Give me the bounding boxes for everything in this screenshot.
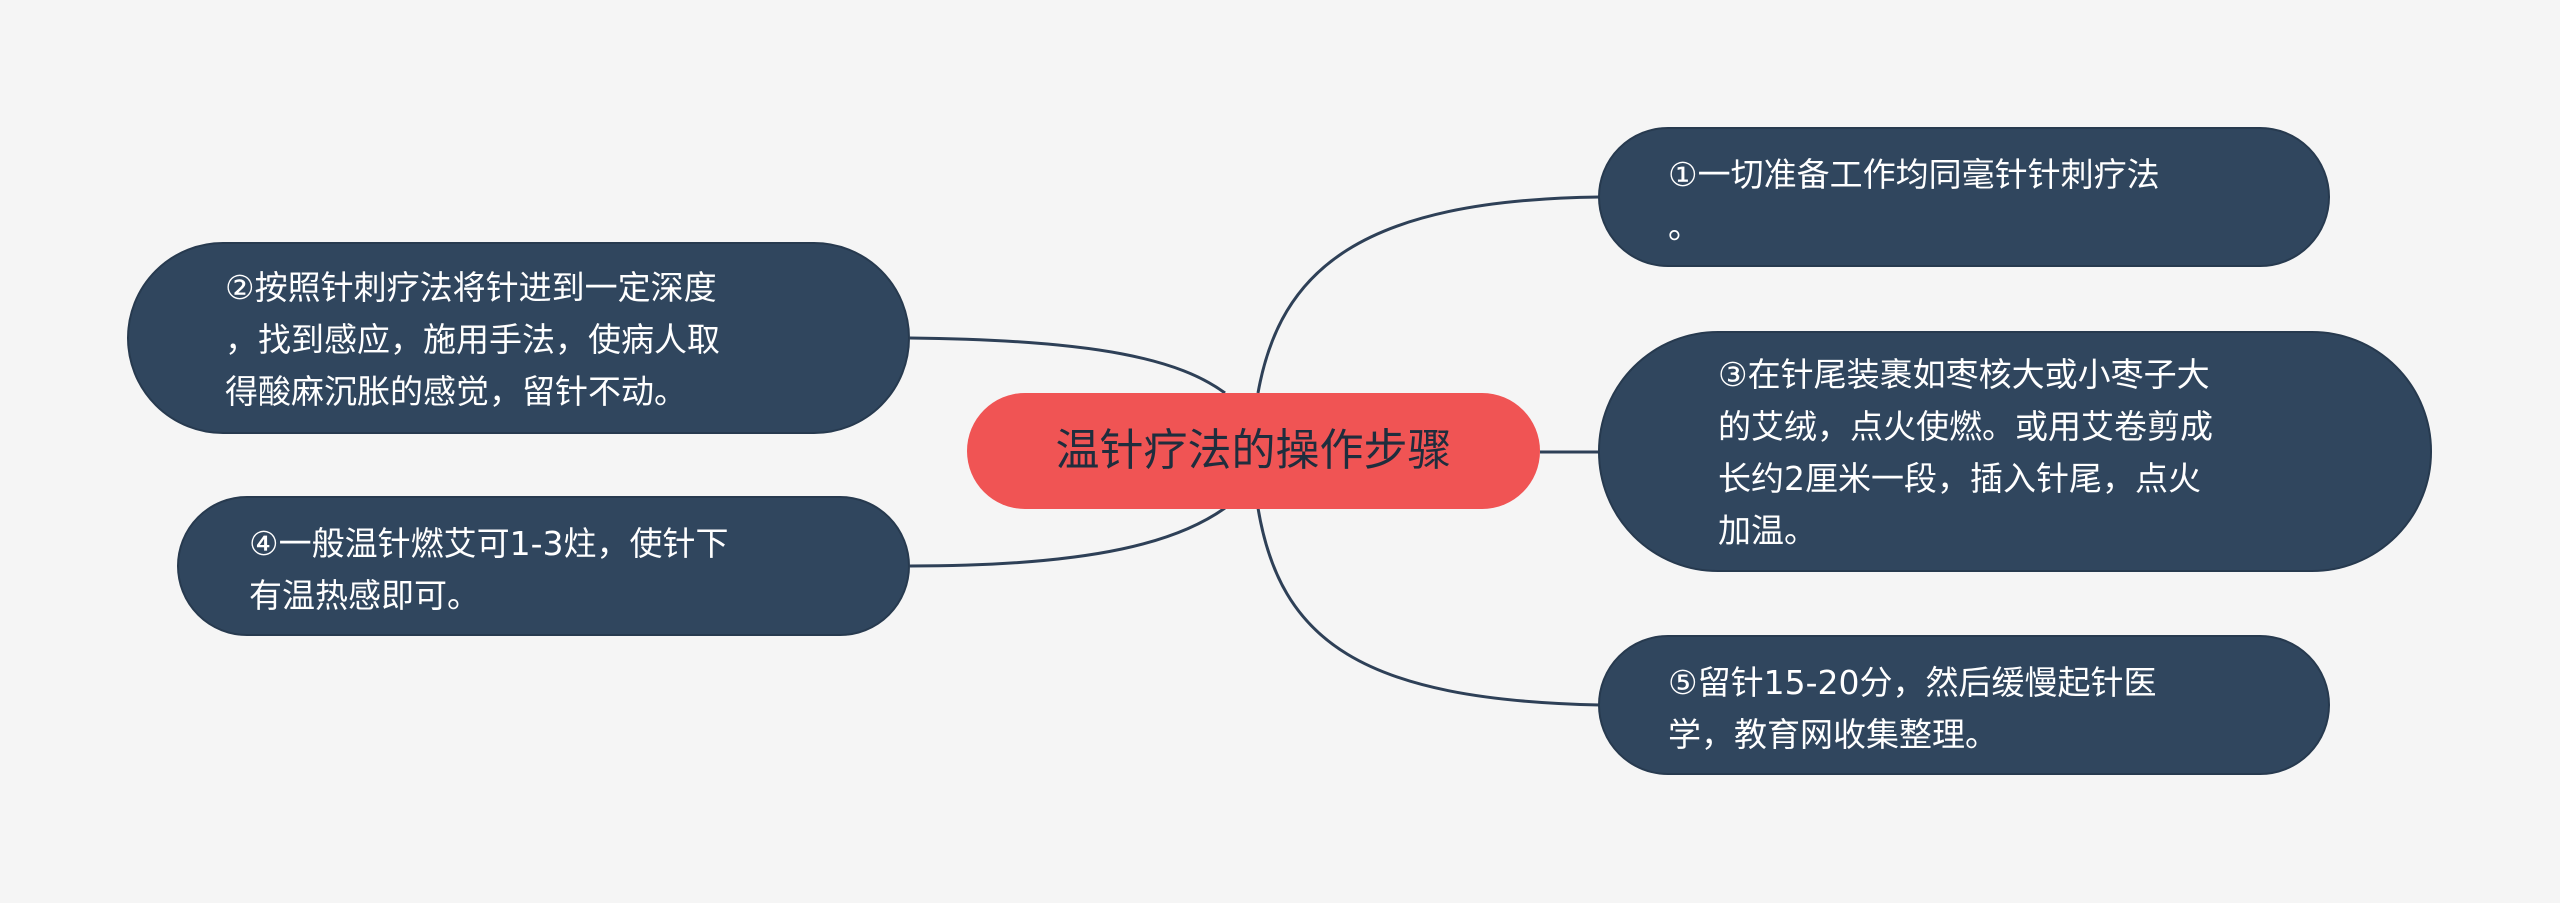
- connector-step4: [909, 506, 1226, 568]
- topic-step4-line-2: 有温热感即可。: [249, 576, 480, 615]
- topic-step5-line-1: ⑤留针15-20分，然后缓慢起针医: [1668, 663, 2157, 702]
- connector-step1: [1256, 195, 1601, 394]
- topic-step3-line-3: 长约2厘米一段，插入针尾，点火: [1718, 459, 2201, 498]
- central-topic[interactable]: 温针疗法的操作步骤: [967, 393, 1540, 509]
- central-topic-label: 温针疗法的操作步骤: [1055, 425, 1452, 476]
- topic-step5[interactable]: ⑤留针15-20分，然后缓慢起针医 学，教育网收集整理。: [1598, 635, 2330, 775]
- topic-step4[interactable]: ④一般温针燃艾可1-3炷，使针下 有温热感即可。: [177, 496, 910, 636]
- topic-step2-line-3: 得酸麻沉胀的感觉，留针不动。: [225, 372, 687, 411]
- topic-step2[interactable]: ②按照针刺疗法将针进到一定深度 ，找到感应，施用手法，使病人取 得酸麻沉胀的感觉…: [127, 242, 910, 434]
- topic-step3-line-2: 的艾绒，点火使燃。或用艾卷剪成: [1718, 407, 2213, 446]
- connector-step5: [1256, 507, 1601, 707]
- topic-step4-line-1: ④一般温针燃艾可1-3炷，使针下: [249, 524, 729, 563]
- topic-step3-line-4: 加温。: [1718, 511, 1817, 550]
- connector-step2: [909, 336, 1226, 395]
- topic-step3[interactable]: ③在针尾装裹如枣核大或小枣子大 的艾绒，点火使燃。或用艾卷剪成 长约2厘米一段，…: [1598, 331, 2432, 572]
- topic-step2-line-2: ，找到感应，施用手法，使病人取: [225, 320, 720, 359]
- topic-step1[interactable]: ①一切准备工作均同毫针针刺疗法 。: [1598, 127, 2330, 267]
- topic-step1-line-1: ①一切准备工作均同毫针针刺疗法: [1668, 155, 2160, 194]
- topic-step2-line-1: ②按照针刺疗法将针进到一定深度: [225, 268, 717, 307]
- topic-step5-line-2: 学，教育网收集整理。: [1668, 715, 1998, 754]
- topic-step3-line-1: ③在针尾装裹如枣核大或小枣子大: [1718, 355, 2210, 394]
- topic-step1-line-2: 。: [1668, 207, 1701, 246]
